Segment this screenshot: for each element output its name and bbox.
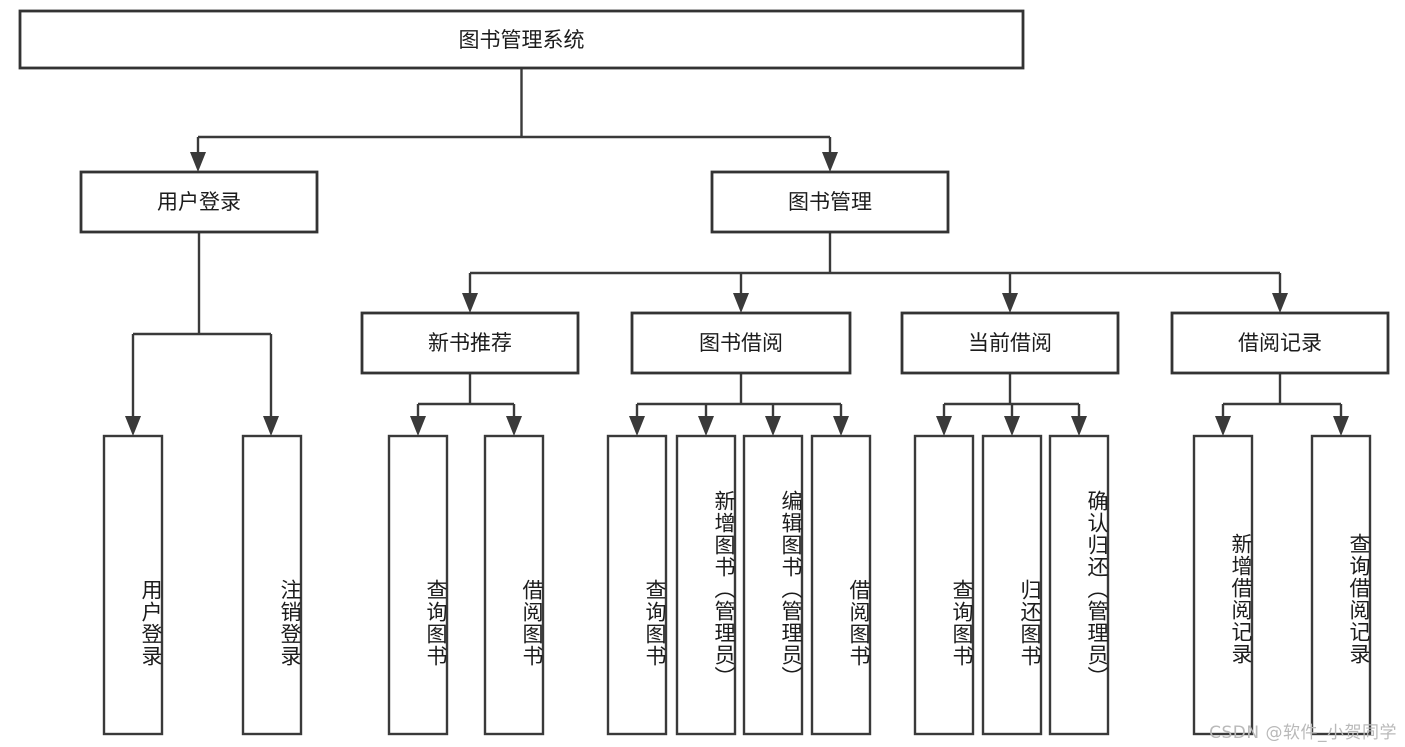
- arrow-head-nb-borrow-book: [506, 416, 522, 436]
- leaf-box-cb-query-book[interactable]: [913, 434, 975, 736]
- node-user-login-box[interactable]: [79, 170, 319, 234]
- node-book-management[interactable]: 图书管理: [710, 170, 950, 234]
- node-book-borrow-label: 图书借阅: [699, 331, 783, 355]
- leaf-box-br-query-record[interactable]: [1310, 434, 1372, 736]
- connectors-book-borrow-to-leaves: [629, 373, 849, 436]
- arrow-head-user-login: [190, 152, 206, 172]
- node-borrow-record-box[interactable]: [1170, 311, 1390, 375]
- node-user-login[interactable]: 用户登录: [79, 170, 319, 234]
- node-current-borrow-box[interactable]: [900, 311, 1120, 375]
- arrow-head-cb-confirm-return: [1071, 416, 1087, 436]
- leaf-box-bb-query-book[interactable]: [606, 434, 668, 736]
- leaf-box-br-add-record[interactable]: [1192, 434, 1254, 736]
- arrow-head-bb-edit-book: [765, 416, 781, 436]
- leaf-box-nb-query-book[interactable]: [387, 434, 449, 736]
- node-root-system-box[interactable]: [18, 9, 1025, 70]
- node-current-borrow[interactable]: 当前借阅: [900, 311, 1120, 375]
- leaf-boxes-current-borrow: [913, 434, 1110, 736]
- node-book-borrow-box[interactable]: [630, 311, 852, 375]
- node-book-borrow[interactable]: 图书借阅: [630, 311, 852, 375]
- connectors-root-to-level2: [190, 69, 838, 172]
- arrow-head-leaf-user-login: [125, 416, 141, 436]
- arrow-head-new-book-recommend: [462, 293, 478, 313]
- leaf-box-bb-borrow-book[interactable]: [810, 434, 872, 736]
- leaf-boxes-new-book-recommend: [387, 434, 545, 736]
- arrow-head-borrow-record: [1272, 293, 1288, 313]
- node-current-borrow-label: 当前借阅: [968, 331, 1052, 355]
- connectors-borrow-record-to-leaves: [1215, 373, 1349, 436]
- leaf-box-bb-add-book[interactable]: [675, 434, 737, 736]
- arrow-head-nb-query-book: [410, 416, 426, 436]
- arrow-head-book-borrow: [733, 293, 749, 313]
- arrow-head-bb-borrow-book: [833, 416, 849, 436]
- node-new-book-recommend-box[interactable]: [360, 311, 580, 375]
- arrow-head-cb-return-book: [1004, 416, 1020, 436]
- connectors-current-borrow-to-leaves: [936, 373, 1087, 436]
- leaf-box-cb-confirm-return[interactable]: [1048, 434, 1110, 736]
- arrow-head-bb-add-book: [698, 416, 714, 436]
- node-borrow-record[interactable]: 借阅记录: [1170, 311, 1390, 375]
- leaf-box-logout[interactable]: [241, 434, 303, 736]
- csdn-watermark: CSDN @软件_小贺同学: [1209, 723, 1397, 743]
- connectors-user-login-to-leaves: [125, 232, 279, 436]
- arrow-head-br-add-record: [1215, 416, 1231, 436]
- arrow-head-leaf-logout: [263, 416, 279, 436]
- node-book-management-box[interactable]: [710, 170, 950, 234]
- leaf-boxes-borrow-record: [1192, 434, 1372, 736]
- leaf-boxes-book-borrow: [606, 434, 872, 736]
- connectors-book-mgmt-to-level3: [462, 232, 1288, 313]
- connectors-new-book-to-leaves: [410, 373, 522, 436]
- arrow-head-current-borrow: [1002, 293, 1018, 313]
- leaf-boxes-user-login: [102, 434, 303, 736]
- node-root-system[interactable]: 图书管理系统: [18, 9, 1025, 70]
- leaf-box-nb-borrow-book[interactable]: [483, 434, 545, 736]
- node-new-book-recommend[interactable]: 新书推荐: [360, 311, 580, 375]
- arrow-head-bb-query-book: [629, 416, 645, 436]
- arrow-head-br-query-record: [1333, 416, 1349, 436]
- node-root-system-label: 图书管理系统: [459, 28, 585, 52]
- node-user-login-label: 用户登录: [157, 190, 241, 214]
- node-borrow-record-label: 借阅记录: [1238, 331, 1322, 355]
- node-new-book-recommend-label: 新书推荐: [428, 331, 512, 355]
- arrow-head-cb-query-book: [936, 416, 952, 436]
- leaf-box-user-login[interactable]: [102, 434, 164, 736]
- arrow-head-book-mgmt: [822, 152, 838, 172]
- leaf-box-bb-edit-book[interactable]: [742, 434, 804, 736]
- node-book-management-label: 图书管理: [788, 190, 872, 214]
- leaf-box-cb-return-book[interactable]: [981, 434, 1043, 736]
